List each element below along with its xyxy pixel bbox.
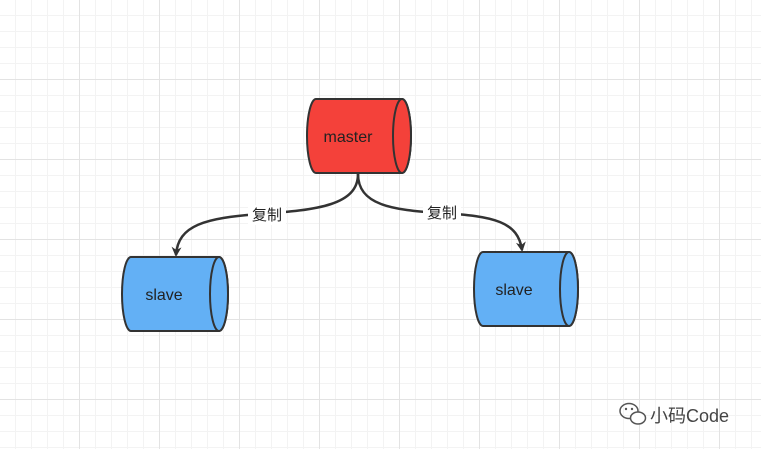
cylinder-cap bbox=[559, 251, 579, 327]
node-label-master: master bbox=[324, 129, 374, 146]
node-slave-left: slave bbox=[121, 256, 229, 332]
edge-label-right: 复制 bbox=[427, 204, 457, 222]
node-label-slave-right: slave bbox=[495, 282, 532, 299]
watermark: 小码Code bbox=[619, 402, 729, 426]
edge-label-left: 复制 bbox=[252, 206, 282, 224]
edge-label-bg bbox=[248, 205, 286, 225]
watermark-text: 小码Code bbox=[650, 406, 729, 426]
node-master: master bbox=[306, 98, 412, 174]
node-slave-right: slave bbox=[473, 251, 579, 327]
cylinder-cap bbox=[209, 256, 229, 332]
edge-master-to-slave-right: 复制 bbox=[356, 173, 526, 252]
node-label-slave-left: slave bbox=[145, 287, 182, 304]
edge-master-to-slave-left: 复制 bbox=[171, 173, 360, 257]
wechat-icon bbox=[619, 402, 647, 425]
cylinder-cap bbox=[392, 98, 412, 174]
edge-label-bg bbox=[423, 203, 461, 223]
